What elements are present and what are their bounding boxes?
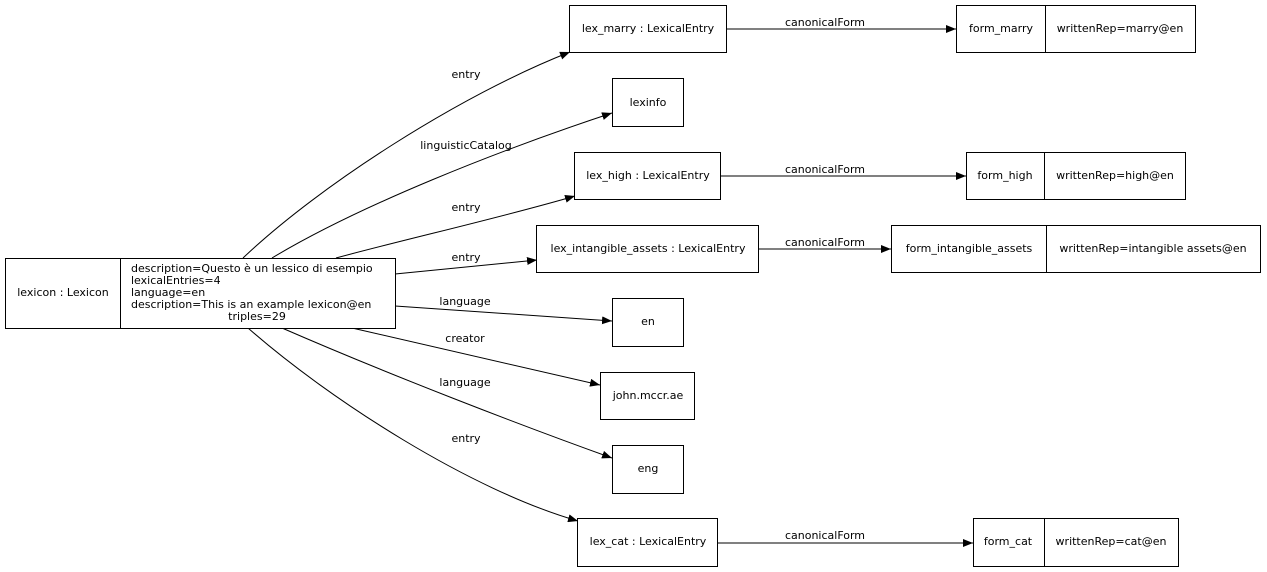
edge-label-canonical-form: canonicalForm — [785, 236, 865, 249]
edge-label-entry: entry — [451, 251, 481, 264]
edge-lexicon-to-en: language — [394, 295, 613, 325]
edge-line — [335, 194, 576, 259]
edge-label-creator: creator — [445, 332, 485, 345]
node-box — [600, 372, 695, 420]
node-attribute-line: triples=29 — [228, 310, 286, 323]
node-label: form_intangible_assets — [906, 242, 1033, 255]
edge-label-entry: entry — [451, 68, 481, 81]
node-form-high[interactable]: form_high writtenRep=high@en — [966, 152, 1186, 200]
node-label: lex_cat : LexicalEntry — [590, 535, 707, 548]
edge-lex-marry-to-form: canonicalForm — [727, 16, 956, 33]
node-box — [966, 152, 1186, 200]
edge-line — [247, 327, 579, 523]
node-label: en — [641, 315, 655, 328]
edge-label-entry: entry — [451, 201, 481, 214]
edge-lexicon-to-eng: language — [281, 327, 613, 459]
node-attribute-line: lexicalEntries=4 — [131, 274, 221, 287]
node-box — [5, 258, 396, 329]
node-attribute-line: writtenRep=cat@en — [1056, 535, 1167, 548]
node-lex-cat[interactable]: lex_cat : LexicalEntry — [577, 518, 718, 567]
edge-label-canonical-form: canonicalForm — [785, 163, 865, 176]
node-attribute-line: language=en — [131, 286, 205, 299]
edge-lex-intangible-assets-to-form: canonicalForm — [759, 236, 891, 253]
edge-label-language: language — [439, 295, 490, 308]
edge-label-canonical-form: canonicalForm — [785, 16, 865, 29]
node-label: lexinfo — [630, 96, 667, 109]
node-attribute-line: writtenRep=marry@en — [1057, 22, 1184, 35]
edge-line — [394, 305, 613, 325]
edge-lexicon-to-lex-high: entry — [335, 194, 576, 259]
node-box — [891, 225, 1261, 273]
node-lexicon[interactable]: lexicon : Lexicon description=Questo è u… — [5, 258, 396, 329]
node-lex-high[interactable]: lex_high : LexicalEntry — [574, 152, 721, 200]
edge-lex-cat-to-form: canonicalForm — [718, 529, 973, 547]
node-box — [577, 518, 718, 567]
node-label: john.mccr.ae — [612, 389, 684, 402]
node-attribute-line: description=This is an example lexicon@e… — [131, 298, 371, 311]
node-attribute-line: writtenRep=intangible assets@en — [1059, 242, 1246, 255]
node-attribute-line: description=Questo è un lessico di esemp… — [131, 262, 373, 275]
node-form-intangible-assets[interactable]: form_intangible_assets writtenRep=intang… — [891, 225, 1261, 273]
edge-line — [394, 257, 538, 275]
node-box — [612, 445, 684, 494]
node-label: form_marry — [969, 22, 1033, 35]
edge-lexicon-to-lex-marry: entry — [242, 51, 571, 259]
node-lexinfo[interactable]: lexinfo — [612, 78, 684, 127]
node-box — [569, 5, 727, 53]
edges: entry linguisticCatalog entry entry lang… — [242, 16, 973, 547]
node-label: lex_high : LexicalEntry — [586, 169, 710, 182]
node-box — [574, 152, 721, 200]
node-form-cat[interactable]: form_cat writtenRep=cat@en — [973, 518, 1179, 567]
edge-line — [281, 327, 613, 459]
edge-line — [351, 327, 601, 387]
node-lex-intangible-assets[interactable]: lex_intangible_assets : LexicalEntry — [536, 225, 759, 273]
edge-label-language: language — [439, 376, 490, 389]
edge-lexicon-to-lexinfo: linguisticCatalog — [271, 112, 613, 259]
edge-lexicon-to-lex-intangible-assets: entry — [394, 251, 538, 275]
node-box — [956, 5, 1196, 53]
node-label: form_high — [977, 169, 1032, 182]
edge-lexicon-to-lex-cat: entry — [247, 327, 579, 523]
node-label: lex_intangible_assets : LexicalEntry — [551, 242, 746, 255]
node-en[interactable]: en — [612, 298, 684, 347]
node-john-mccrae[interactable]: john.mccr.ae — [600, 372, 695, 420]
node-eng[interactable]: eng — [612, 445, 684, 494]
edge-label-linguistic-catalog: linguisticCatalog — [420, 139, 512, 152]
node-attribute-line: writtenRep=high@en — [1056, 169, 1174, 182]
node-label: lex_marry : LexicalEntry — [582, 22, 715, 35]
node-label: lexicon : Lexicon — [17, 286, 108, 299]
node-label: form_cat — [984, 535, 1033, 548]
node-lex-marry[interactable]: lex_marry : LexicalEntry — [569, 5, 727, 53]
edge-line — [271, 112, 613, 259]
node-label: eng — [638, 462, 659, 475]
edge-label-entry: entry — [451, 432, 481, 445]
node-box — [612, 78, 684, 127]
edge-lexicon-to-john: creator — [351, 327, 601, 387]
edge-line — [242, 51, 571, 259]
node-form-marry[interactable]: form_marry writtenRep=marry@en — [956, 5, 1196, 53]
edge-label-canonical-form: canonicalForm — [785, 529, 865, 542]
nodes: lexicon : Lexicon description=Questo è u… — [5, 5, 1261, 567]
edge-lex-high-to-form: canonicalForm — [721, 163, 966, 180]
node-box — [612, 298, 684, 347]
node-box — [973, 518, 1179, 567]
node-box — [536, 225, 759, 273]
